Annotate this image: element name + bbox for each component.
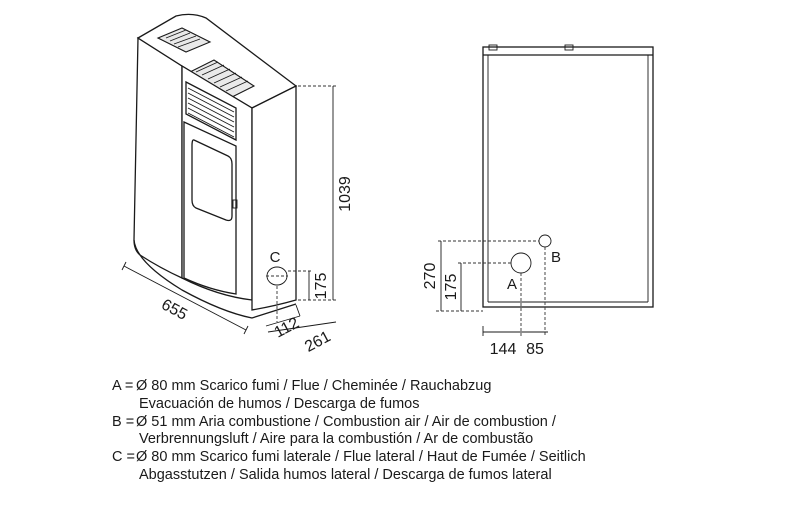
dim-back-a-offset: 144 <box>490 341 517 358</box>
dim-height: 1039 <box>337 176 354 212</box>
legend-text: Ø 51 mm Aria combustione / Combustion ai… <box>136 413 556 430</box>
stove-back-view <box>482 44 654 308</box>
dim-depth: 261 <box>302 328 334 356</box>
stove-side-panel <box>133 36 183 280</box>
legend-key: C = <box>112 449 135 466</box>
legend-item-b-cont: Verbrennungsluft / Aire para la combusti… <box>112 431 762 449</box>
legend-text: Evacuación de humos / Descarga de fumos <box>139 395 420 412</box>
right-dimension-lines <box>436 240 548 336</box>
back-outline <box>482 46 654 308</box>
door-glass <box>191 139 233 222</box>
legend-item-a-cont: Evacuación de humos / Descarga de fumos <box>112 396 762 414</box>
label-b: B <box>551 249 561 266</box>
legend-text: Verbrennungsluft / Aire para la combusti… <box>139 431 534 448</box>
dim-side-flue-height: 175 <box>313 273 330 300</box>
legend-text: Ø 80 mm Scarico fumi laterale / Flue lat… <box>136 449 586 466</box>
stove-right-side <box>251 84 297 311</box>
legend-item-b: B = Ø 51 mm Aria combustione / Combustio… <box>112 414 762 432</box>
legend-item-c-cont: Abgasstutzen / Salida humos lateral / De… <box>112 467 762 485</box>
front-louvre <box>185 80 237 142</box>
outlet-b <box>538 234 552 248</box>
dim-back-a-height: 175 <box>443 274 460 301</box>
legend-key: B = <box>112 413 135 430</box>
dim-back-b-height: 270 <box>422 263 439 290</box>
label-c: C <box>270 249 281 266</box>
legend: A = Ø 80 mm Scarico fumi / Flue / Chemin… <box>112 378 762 485</box>
legend-item-c: C = Ø 80 mm Scarico fumi laterale / Flue… <box>112 449 762 467</box>
left-dimension-lines <box>121 85 337 335</box>
dim-width: 655 <box>158 296 190 324</box>
label-a: A <box>507 276 517 293</box>
dim-back-b-offset: 85 <box>526 341 544 358</box>
dim-side-flue-depth: 112 <box>272 314 303 341</box>
legend-item-a: A = Ø 80 mm Scarico fumi / Flue / Chemin… <box>112 378 762 396</box>
outlet-a <box>510 252 532 274</box>
door-handle <box>232 199 238 209</box>
legend-text: Abgasstutzen / Salida humos lateral / De… <box>139 466 552 483</box>
technical-drawing: 1039 175 655 112 261 C 270 175 144 85 A … <box>121 13 654 358</box>
legend-key: A = <box>112 378 134 394</box>
stove-perspective-view <box>133 13 298 319</box>
legend-text: Ø 80 mm Scarico fumi / Flue / Cheminée /… <box>136 378 492 394</box>
